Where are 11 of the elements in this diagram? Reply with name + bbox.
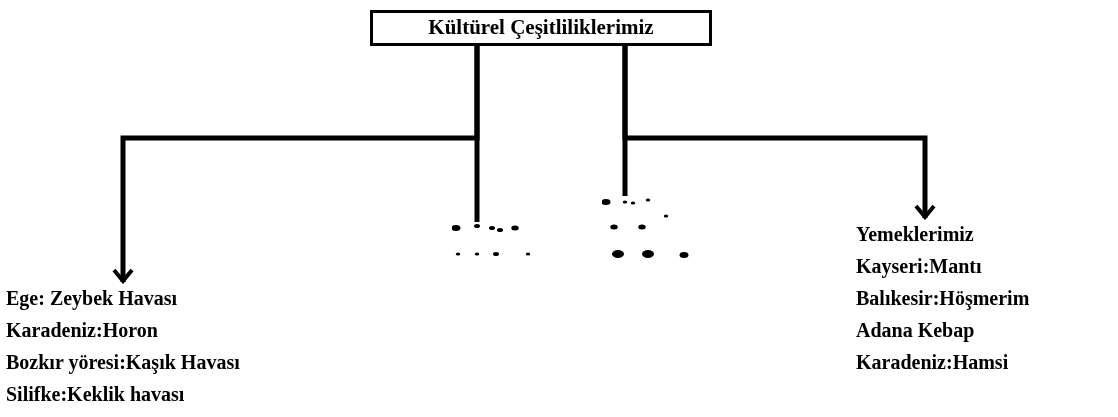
title-box: Kültürel Çeşitliliklerimiz [370, 10, 712, 46]
list-line: Balıkesir:Höşmerim [856, 286, 1031, 312]
list-line: Bozkır yöresi:Kaşık Havası [6, 350, 241, 376]
list-line: Kayseri:Mantı [856, 254, 983, 280]
list-line: Adana Kebap [856, 318, 976, 344]
connector-arrow [622, 46, 936, 219]
list-line: Yemeklerimiz [856, 222, 975, 247]
list-line: Karadeniz:Hamsi [856, 350, 1010, 375]
list-line: Karadeniz:Horon [6, 318, 159, 343]
list-line: Silifke:Keklik havası [6, 382, 186, 407]
list-line: Ege: Zeybek Havası [6, 286, 179, 312]
